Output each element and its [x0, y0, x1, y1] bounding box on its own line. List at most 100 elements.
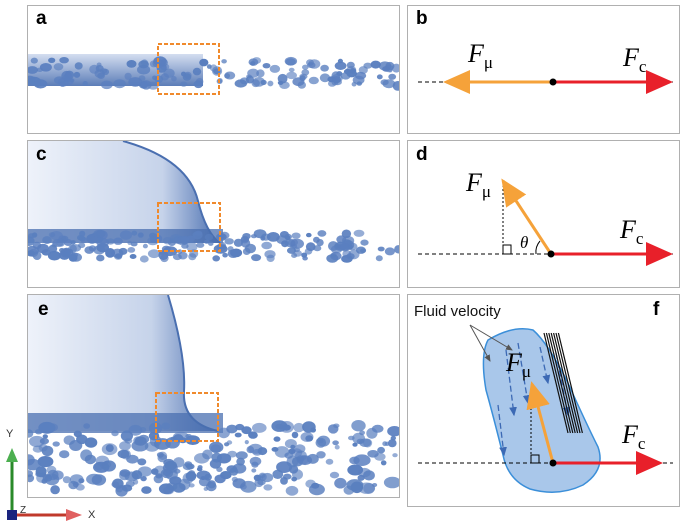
particle [75, 484, 85, 491]
fluid-region [482, 328, 601, 493]
particle [182, 463, 193, 471]
particle [112, 478, 124, 489]
particle [359, 430, 365, 436]
particle [73, 430, 82, 438]
particle [236, 457, 245, 466]
contact-point [547, 250, 555, 258]
particle [59, 81, 66, 88]
particle [147, 81, 159, 90]
particle [164, 460, 177, 471]
particle [334, 444, 340, 450]
particle [325, 458, 334, 465]
hatch-line [548, 332, 574, 434]
contact-point [549, 78, 557, 86]
particle [308, 76, 319, 85]
particle-layer [28, 56, 399, 91]
particle [61, 70, 72, 81]
particle [382, 441, 388, 447]
particle [288, 67, 295, 73]
particle [196, 242, 205, 248]
particle [346, 479, 364, 491]
particle [84, 437, 98, 448]
particle [199, 58, 209, 67]
particle [47, 250, 61, 261]
particle [82, 81, 88, 86]
particle [48, 57, 56, 63]
panel-e: e [27, 294, 400, 498]
x-axis-arrow [66, 509, 82, 521]
particle [185, 471, 197, 480]
particle [251, 461, 259, 468]
right-angle-mark [502, 244, 512, 255]
x-axis-label: X [88, 509, 96, 521]
particle [353, 454, 371, 466]
force-diagram-b [418, 70, 673, 94]
particle [224, 238, 234, 245]
particle [177, 236, 189, 246]
particle [290, 444, 296, 450]
particle [352, 442, 358, 447]
particle [172, 253, 182, 261]
particle [113, 79, 126, 89]
particle [332, 440, 339, 446]
particle [340, 243, 350, 251]
particle [148, 431, 160, 441]
particle [285, 485, 299, 496]
particle [196, 467, 203, 472]
particle [111, 248, 124, 258]
particle [88, 245, 97, 252]
particle [355, 71, 367, 80]
particle [137, 64, 151, 75]
particle [68, 254, 78, 262]
particle [360, 248, 367, 253]
capillary-force-label: Fc [620, 215, 644, 249]
right-angle-mark [530, 454, 540, 464]
particle [102, 461, 112, 468]
particle [315, 437, 327, 448]
particle [291, 431, 299, 439]
particle [317, 230, 327, 237]
particle [348, 249, 360, 260]
particle [244, 440, 249, 445]
particle [282, 424, 291, 431]
particle [120, 430, 133, 442]
particle [260, 79, 267, 86]
particle [100, 80, 113, 90]
particle [53, 63, 64, 71]
particle [61, 235, 69, 242]
particle-layer [28, 420, 399, 497]
particle [95, 65, 104, 72]
particle [37, 456, 54, 468]
particle [292, 77, 305, 87]
particle [52, 441, 60, 447]
particle [371, 424, 384, 433]
particle [171, 75, 177, 82]
particle [150, 234, 163, 244]
particle [251, 79, 260, 88]
particle [394, 245, 399, 254]
particle [221, 59, 227, 64]
particle [353, 229, 365, 237]
particle [193, 80, 204, 89]
panel-a: a [27, 5, 400, 134]
highlight-box [157, 43, 220, 95]
particle [245, 243, 256, 254]
particle [387, 426, 399, 437]
particle [272, 469, 284, 479]
particle [63, 435, 75, 445]
particle [269, 64, 281, 73]
particle [262, 63, 271, 69]
particle [142, 243, 148, 249]
particle [226, 424, 238, 434]
particle [302, 256, 308, 261]
annotation-pointer [469, 324, 513, 351]
particle [137, 232, 144, 238]
particle [181, 71, 186, 77]
particle [367, 450, 379, 458]
particle [139, 255, 149, 263]
particle [226, 440, 233, 445]
particle [310, 427, 317, 433]
particle [292, 469, 303, 480]
particle [93, 245, 106, 255]
droplet-base [28, 413, 223, 433]
